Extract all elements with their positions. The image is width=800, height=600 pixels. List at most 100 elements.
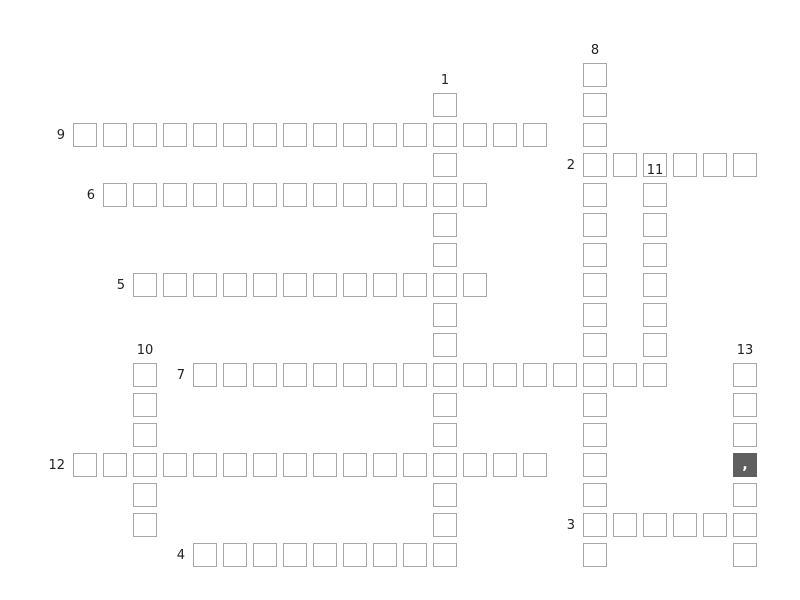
crossword-cell[interactable] (463, 183, 487, 207)
crossword-cell[interactable] (703, 153, 727, 177)
crossword-cell-filled[interactable]: , (733, 453, 757, 477)
crossword-cell[interactable] (343, 363, 367, 387)
crossword-cell[interactable] (163, 273, 187, 297)
crossword-cell[interactable] (643, 513, 667, 537)
crossword-cell[interactable] (193, 363, 217, 387)
crossword-cell[interactable] (583, 543, 607, 567)
crossword-cell[interactable] (433, 123, 457, 147)
crossword-cell[interactable] (493, 363, 517, 387)
crossword-cell[interactable] (343, 273, 367, 297)
crossword-cell[interactable] (583, 393, 607, 417)
crossword-cell[interactable] (163, 453, 187, 477)
crossword-cell[interactable] (733, 543, 757, 567)
crossword-cell[interactable] (223, 273, 247, 297)
crossword-cell[interactable] (583, 363, 607, 387)
crossword-cell[interactable] (403, 453, 427, 477)
crossword-cell[interactable] (643, 303, 667, 327)
crossword-cell[interactable] (403, 363, 427, 387)
crossword-cell[interactable] (583, 93, 607, 117)
crossword-cell[interactable] (223, 123, 247, 147)
crossword-cell[interactable] (253, 543, 277, 567)
crossword-cell[interactable] (313, 363, 337, 387)
crossword-cell[interactable] (373, 453, 397, 477)
crossword-cell[interactable] (223, 363, 247, 387)
crossword-cell[interactable] (283, 183, 307, 207)
crossword-cell[interactable] (253, 363, 277, 387)
crossword-cell[interactable] (253, 453, 277, 477)
crossword-cell[interactable] (313, 183, 337, 207)
crossword-cell[interactable] (583, 453, 607, 477)
crossword-cell[interactable] (373, 183, 397, 207)
crossword-cell[interactable] (133, 513, 157, 537)
crossword-cell[interactable] (283, 363, 307, 387)
crossword-cell[interactable] (433, 93, 457, 117)
crossword-cell[interactable] (283, 543, 307, 567)
crossword-cell[interactable] (193, 183, 217, 207)
crossword-cell[interactable] (733, 153, 757, 177)
crossword-cell[interactable] (643, 243, 667, 267)
crossword-cell[interactable] (493, 123, 517, 147)
crossword-cell[interactable] (613, 153, 637, 177)
crossword-cell[interactable] (103, 183, 127, 207)
crossword-cell[interactable] (523, 363, 547, 387)
crossword-cell[interactable] (673, 153, 697, 177)
crossword-cell[interactable] (433, 303, 457, 327)
crossword-cell[interactable] (583, 123, 607, 147)
crossword-cell[interactable] (193, 453, 217, 477)
crossword-cell[interactable] (313, 273, 337, 297)
crossword-cell[interactable] (643, 363, 667, 387)
crossword-cell[interactable] (583, 273, 607, 297)
crossword-cell[interactable] (73, 123, 97, 147)
crossword-cell[interactable] (433, 273, 457, 297)
crossword-cell[interactable] (403, 543, 427, 567)
crossword-cell[interactable] (223, 453, 247, 477)
crossword-cell[interactable] (433, 213, 457, 237)
crossword-cell[interactable] (133, 273, 157, 297)
crossword-cell[interactable] (433, 153, 457, 177)
crossword-cell[interactable] (583, 213, 607, 237)
crossword-cell[interactable] (523, 123, 547, 147)
crossword-cell[interactable] (283, 453, 307, 477)
crossword-cell[interactable] (583, 333, 607, 357)
crossword-cell[interactable] (403, 273, 427, 297)
crossword-cell[interactable] (133, 393, 157, 417)
crossword-cell[interactable] (583, 153, 607, 177)
crossword-cell[interactable] (433, 333, 457, 357)
crossword-cell[interactable] (463, 453, 487, 477)
crossword-cell[interactable] (133, 483, 157, 507)
crossword-cell[interactable] (133, 423, 157, 447)
crossword-cell[interactable] (703, 513, 727, 537)
crossword-cell[interactable] (253, 273, 277, 297)
crossword-cell[interactable] (433, 453, 457, 477)
crossword-cell[interactable] (433, 183, 457, 207)
crossword-cell[interactable] (373, 123, 397, 147)
crossword-cell[interactable] (373, 363, 397, 387)
crossword-cell[interactable] (733, 513, 757, 537)
crossword-cell[interactable] (553, 363, 577, 387)
crossword-cell[interactable] (403, 183, 427, 207)
crossword-cell[interactable] (583, 243, 607, 267)
crossword-cell[interactable] (343, 183, 367, 207)
crossword-cell[interactable] (583, 483, 607, 507)
crossword-cell[interactable] (643, 183, 667, 207)
crossword-cell[interactable] (343, 123, 367, 147)
crossword-cell[interactable] (133, 363, 157, 387)
crossword-cell[interactable] (733, 393, 757, 417)
crossword-cell[interactable] (493, 453, 517, 477)
crossword-cell[interactable] (433, 243, 457, 267)
crossword-cell[interactable] (733, 363, 757, 387)
crossword-cell[interactable] (313, 543, 337, 567)
crossword-cell[interactable] (283, 273, 307, 297)
crossword-cell[interactable] (343, 453, 367, 477)
crossword-cell[interactable] (643, 333, 667, 357)
crossword-cell[interactable] (403, 123, 427, 147)
crossword-cell[interactable] (373, 543, 397, 567)
crossword-cell[interactable] (343, 543, 367, 567)
crossword-cell[interactable] (433, 483, 457, 507)
crossword-cell[interactable] (433, 543, 457, 567)
crossword-cell[interactable] (433, 513, 457, 537)
crossword-cell[interactable] (103, 453, 127, 477)
crossword-cell[interactable] (583, 303, 607, 327)
crossword-cell[interactable] (133, 453, 157, 477)
crossword-cell[interactable] (583, 423, 607, 447)
